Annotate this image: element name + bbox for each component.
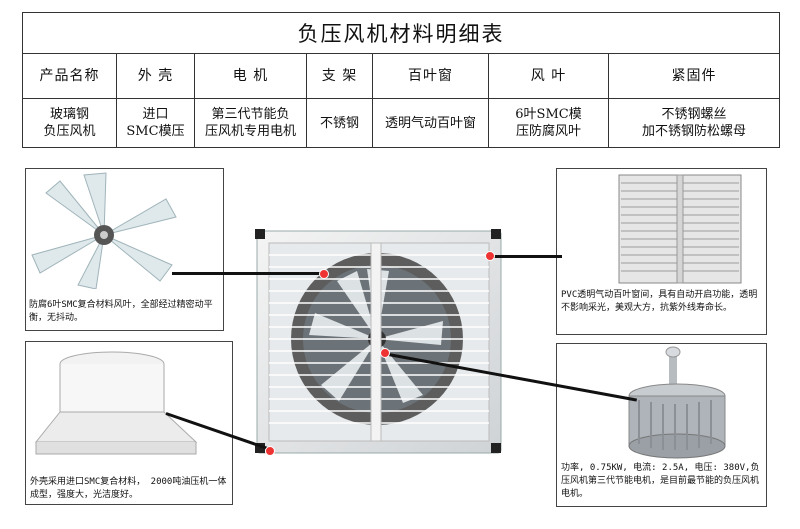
table-value-row: 玻璃钢 负压风机 进口 SMC模压 第三代节能负 压风机专用电机 不锈钢 透明气… (23, 99, 779, 147)
shutter-caption: PVC透明气动百叶窗间，具有自动开启功能，透明不影响采光，美观大方，抗紫外线寿命… (561, 290, 758, 313)
housing-caption: 外壳采用进口SMC复合材料， 2000吨油压机一体成型，强度大，光洁度好。 (30, 477, 227, 500)
header-motor: 电 机 (195, 54, 307, 98)
shutter-leader-line (490, 255, 562, 258)
housing-pointer-dot (265, 446, 275, 456)
blade-leader-line (172, 272, 325, 275)
header-fastener: 紧固件 (671, 67, 717, 84)
table-header-row: 产品名称 外 壳 电 机 支 架 百叶窗 风 叶 紧固件 (23, 54, 779, 99)
value-motor: 第三代节能负 压风机专用电机 (195, 99, 307, 147)
shutter-pointer-dot (485, 251, 495, 261)
header-housing: 外 壳 (117, 54, 195, 98)
shutter-image (618, 174, 742, 284)
motor-pointer-dot (380, 348, 390, 358)
table-title: 负压风机材料明细表 (23, 13, 779, 54)
header-bracket: 支 架 (307, 54, 373, 98)
motor-caption: 功率, 0.75KW, 电流: 2.5A, 电压: 380V,负压风机第三代节能… (561, 463, 760, 499)
fan-photo (255, 225, 503, 457)
housing-image (34, 351, 198, 455)
value-housing: 进口 SMC模压 (117, 99, 195, 147)
value-product-name: 玻璃钢 负压风机 (23, 99, 117, 147)
value-bracket: 不锈钢 (307, 99, 373, 147)
value-fastener: 不锈钢螺丝 加不锈钢防松螺母 (641, 107, 746, 139)
blade-pointer-dot (319, 269, 329, 279)
motor-card: 功率, 0.75KW, 电流: 2.5A, 电压: 380V,负压风机第三代节能… (556, 343, 767, 507)
header-product-name: 产品名称 (23, 54, 117, 98)
motor-image (628, 346, 726, 459)
housing-card: 外壳采用进口SMC复合材料， 2000吨油压机一体成型，强度大，光洁度好。 (25, 341, 233, 505)
material-table: 负压风机材料明细表 产品名称 外 壳 电 机 支 架 百叶窗 风 叶 紧固件 玻… (22, 12, 780, 148)
header-blade: 风 叶 (489, 54, 609, 98)
blade-card: 防腐6叶SMC复合材料风叶，全部经过精密动平衡，无抖动。 (25, 168, 224, 331)
blade-image (31, 172, 177, 289)
header-shutter: 百叶窗 (373, 54, 489, 98)
shutter-card: PVC透明气动百叶窗间，具有自动开启功能，透明不影响采光，美观大方，抗紫外线寿命… (556, 168, 767, 335)
value-blade: 6叶SMC模 压防腐风叶 (489, 99, 609, 147)
blade-caption: 防腐6叶SMC复合材料风叶，全部经过精密动平衡，无抖动。 (29, 300, 213, 323)
value-shutter: 透明气动百叶窗 (373, 99, 489, 147)
